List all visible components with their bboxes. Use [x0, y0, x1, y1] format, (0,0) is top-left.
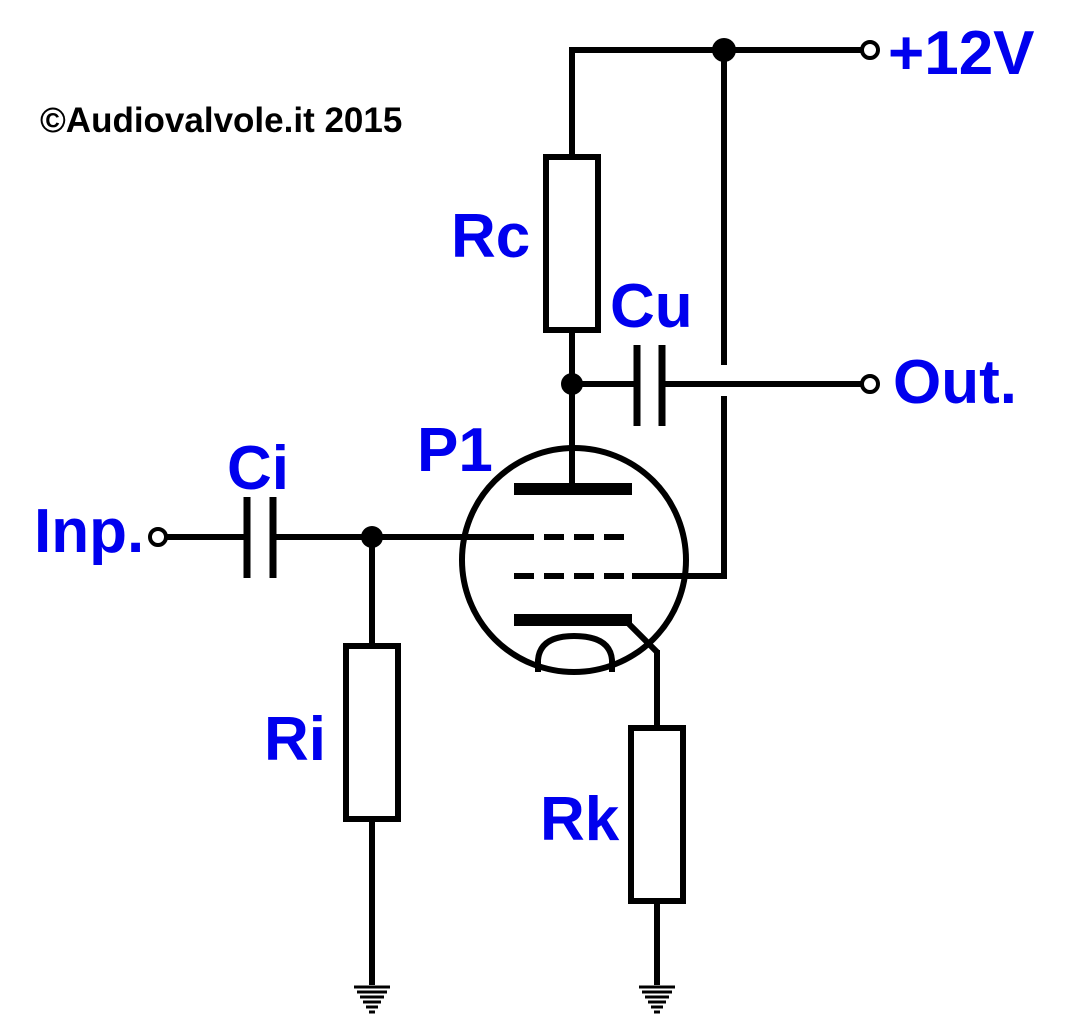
- ground-symbol-rk: [639, 985, 675, 1014]
- label-ri: Ri: [264, 705, 326, 774]
- terminal-out: [860, 374, 880, 394]
- resistor-ri: [343, 643, 401, 822]
- resistor-rk: [628, 725, 686, 904]
- label-ci: Ci: [227, 434, 289, 503]
- label-p1: P1: [417, 416, 493, 485]
- junction-supply: [712, 38, 736, 62]
- label-rk: Rk: [540, 785, 620, 854]
- label-supply: +12V: [888, 19, 1035, 88]
- wire-cathode-rk: [622, 617, 660, 655]
- label-rc: Rc: [451, 202, 530, 271]
- junction-grid: [361, 526, 383, 548]
- label-inp: Inp.: [34, 497, 144, 566]
- label-cu: Cu: [610, 272, 693, 341]
- resistor-rc: [543, 154, 601, 333]
- junction-plate: [561, 373, 583, 395]
- ground-symbol-ri: [354, 985, 390, 1014]
- copyright-text: ©Audiovalvole.it 2015: [40, 101, 402, 140]
- terminal-supply: [860, 40, 880, 60]
- label-out: Out.: [893, 348, 1017, 417]
- terminal-inp: [148, 527, 168, 547]
- valve-p1-envelope: [459, 445, 689, 675]
- valve-heater: [535, 632, 615, 672]
